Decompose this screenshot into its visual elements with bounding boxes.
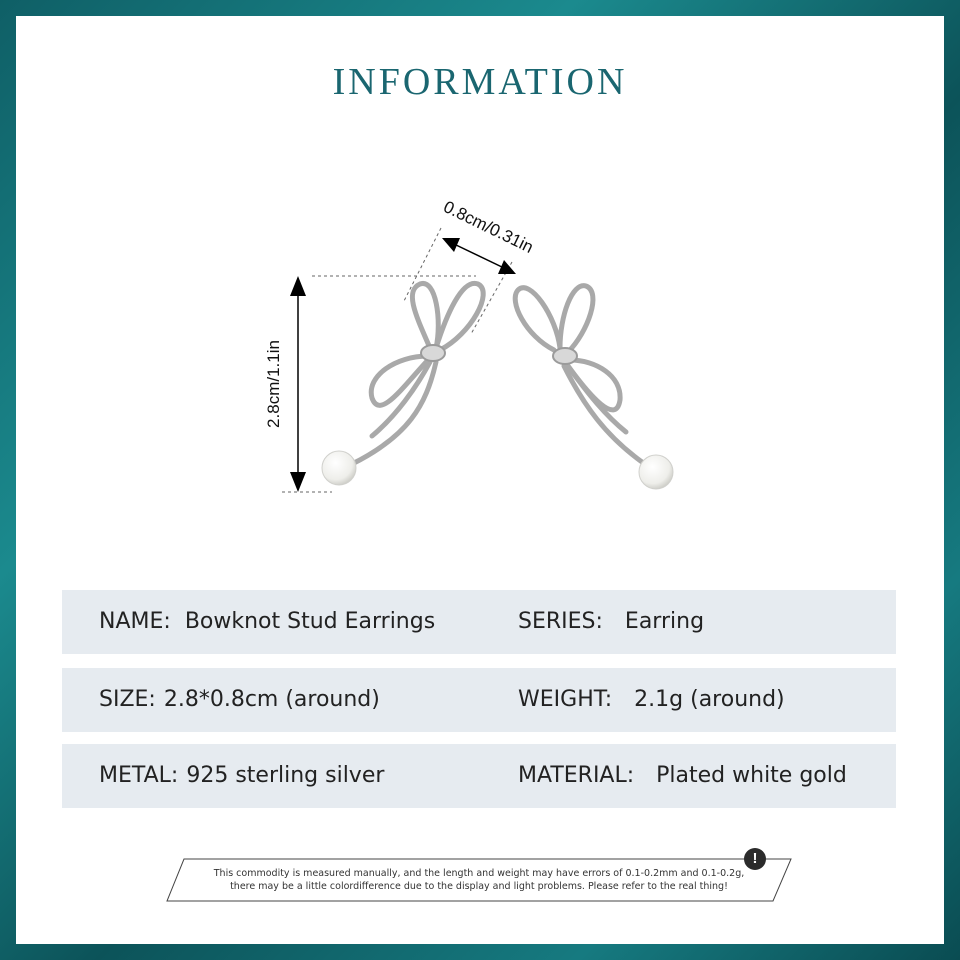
- disclaimer-note: This commodity is measured manually, and…: [166, 848, 792, 902]
- size-label: SIZE:: [99, 687, 156, 712]
- series-value: Earring: [624, 609, 705, 634]
- weight-label: WEIGHT:: [518, 687, 613, 712]
- disclaimer-text: This commodity is measured manually, and…: [206, 867, 752, 893]
- info-card: INFORMATION 2.8cm/1.1in: [16, 16, 944, 944]
- series-label: SERIES:: [518, 609, 603, 634]
- left-earring: [321, 280, 486, 486]
- product-figure: 2.8cm/1.1in 0.8cm/0.31in: [264, 197, 674, 493]
- spec-row-size-weight: SIZE: 2.8*0.8cm (around) WEIGHT: 2.1g (aro…: [62, 668, 896, 732]
- metal-label: METAL:: [99, 763, 179, 788]
- material-spec: MATERIAL: Plated white gold: [518, 744, 847, 808]
- exclamation-icon: !: [744, 848, 766, 870]
- series-spec: SERIES: Earring: [518, 590, 704, 654]
- name-value: Bowknot Stud Earrings: [184, 609, 436, 634]
- name-spec: NAME: Bowknot Stud Earrings: [99, 590, 435, 654]
- height-label: 2.8cm/1.1in: [264, 340, 283, 428]
- material-value: Plated white gold: [656, 763, 847, 788]
- spec-row-name-series: NAME: Bowknot Stud Earrings SERIES: Earrin…: [62, 590, 896, 654]
- metal-spec: METAL: 925 sterling silver: [99, 744, 384, 808]
- right-earring: [512, 283, 674, 490]
- material-label: MATERIAL:: [518, 763, 635, 788]
- size-spec: SIZE: 2.8*0.8cm (around): [99, 668, 380, 732]
- disclaimer-line-2: there may be a little colordifference du…: [230, 881, 728, 892]
- disclaimer-line-1: This commodity is measured manually, and…: [213, 868, 745, 879]
- weight-value: 2.1g (around): [634, 687, 785, 712]
- spec-row-metal-material: METAL: 925 sterling silver MATERIAL: Plate…: [62, 744, 896, 808]
- size-value: 2.8*0.8cm (around): [163, 687, 380, 712]
- metal-value: 925 sterling silver: [186, 763, 385, 788]
- name-label: NAME:: [99, 609, 171, 634]
- weight-spec: WEIGHT: 2.1g (around): [518, 668, 785, 732]
- page-title: INFORMATION: [332, 61, 628, 103]
- note-frame: [166, 858, 792, 902]
- height-dimension: 2.8cm/1.1in: [264, 275, 476, 493]
